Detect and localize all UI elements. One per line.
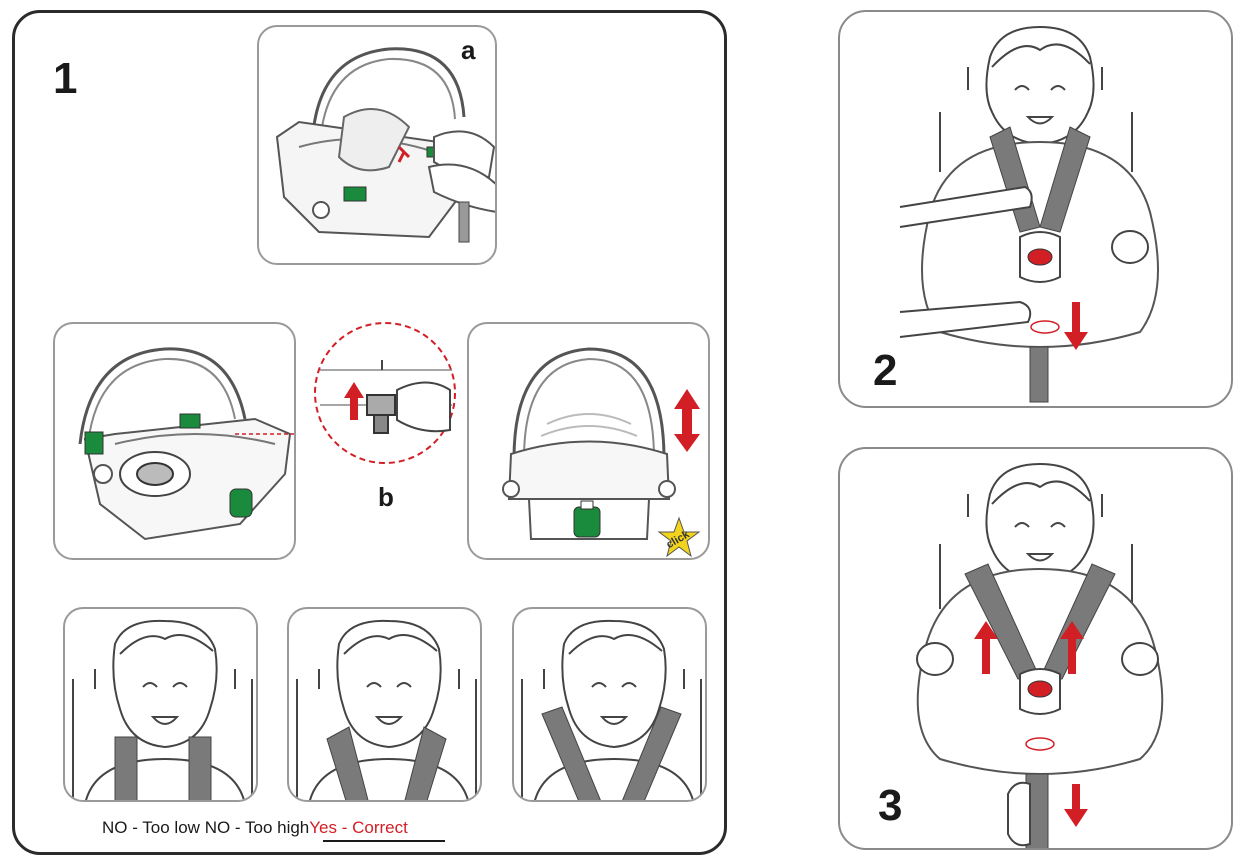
- illustration-seat-back-adjuster: [53, 322, 296, 560]
- caption-too-high: NO - Too high: [204, 818, 310, 837]
- illustration-straps-too-low: [63, 607, 258, 802]
- child-face-too-low: [72, 619, 253, 800]
- click-star-icon: click: [657, 516, 701, 558]
- illustration-straps-correct: [512, 607, 707, 802]
- carrier-seat-drawing: [275, 47, 495, 243]
- caption-too-low: NO - Too low: [102, 818, 200, 837]
- detail-b-dashed-circle: [314, 322, 456, 464]
- caption-correct: Yes - Correct: [309, 818, 408, 837]
- step-3-number: 3: [878, 781, 903, 830]
- illustration-a-seat-buckle: a: [257, 25, 497, 265]
- step-2-child-harness-drawing: [899, 25, 1159, 403]
- step-2-panel: 2: [838, 10, 1233, 408]
- seat-front-drawing: [502, 347, 700, 540]
- child-face-too-high: [296, 619, 477, 800]
- label-b: b: [378, 482, 394, 512]
- seat-back-drawing: [78, 347, 294, 541]
- step-2-number: 2: [873, 346, 898, 395]
- step-3-panel: 3: [838, 447, 1233, 850]
- caption-underline: [323, 840, 445, 842]
- step-1-number: 1: [53, 54, 78, 103]
- illustration-seat-front-height: click: [467, 322, 710, 560]
- strap-position-caption: NO - Too low NO - Too highYes - Correct: [102, 818, 408, 838]
- child-face-correct: [521, 619, 702, 800]
- label-a: a: [461, 35, 476, 65]
- step-3-child-harness-drawing: [916, 462, 1164, 848]
- illustration-straps-too-high: [287, 607, 482, 802]
